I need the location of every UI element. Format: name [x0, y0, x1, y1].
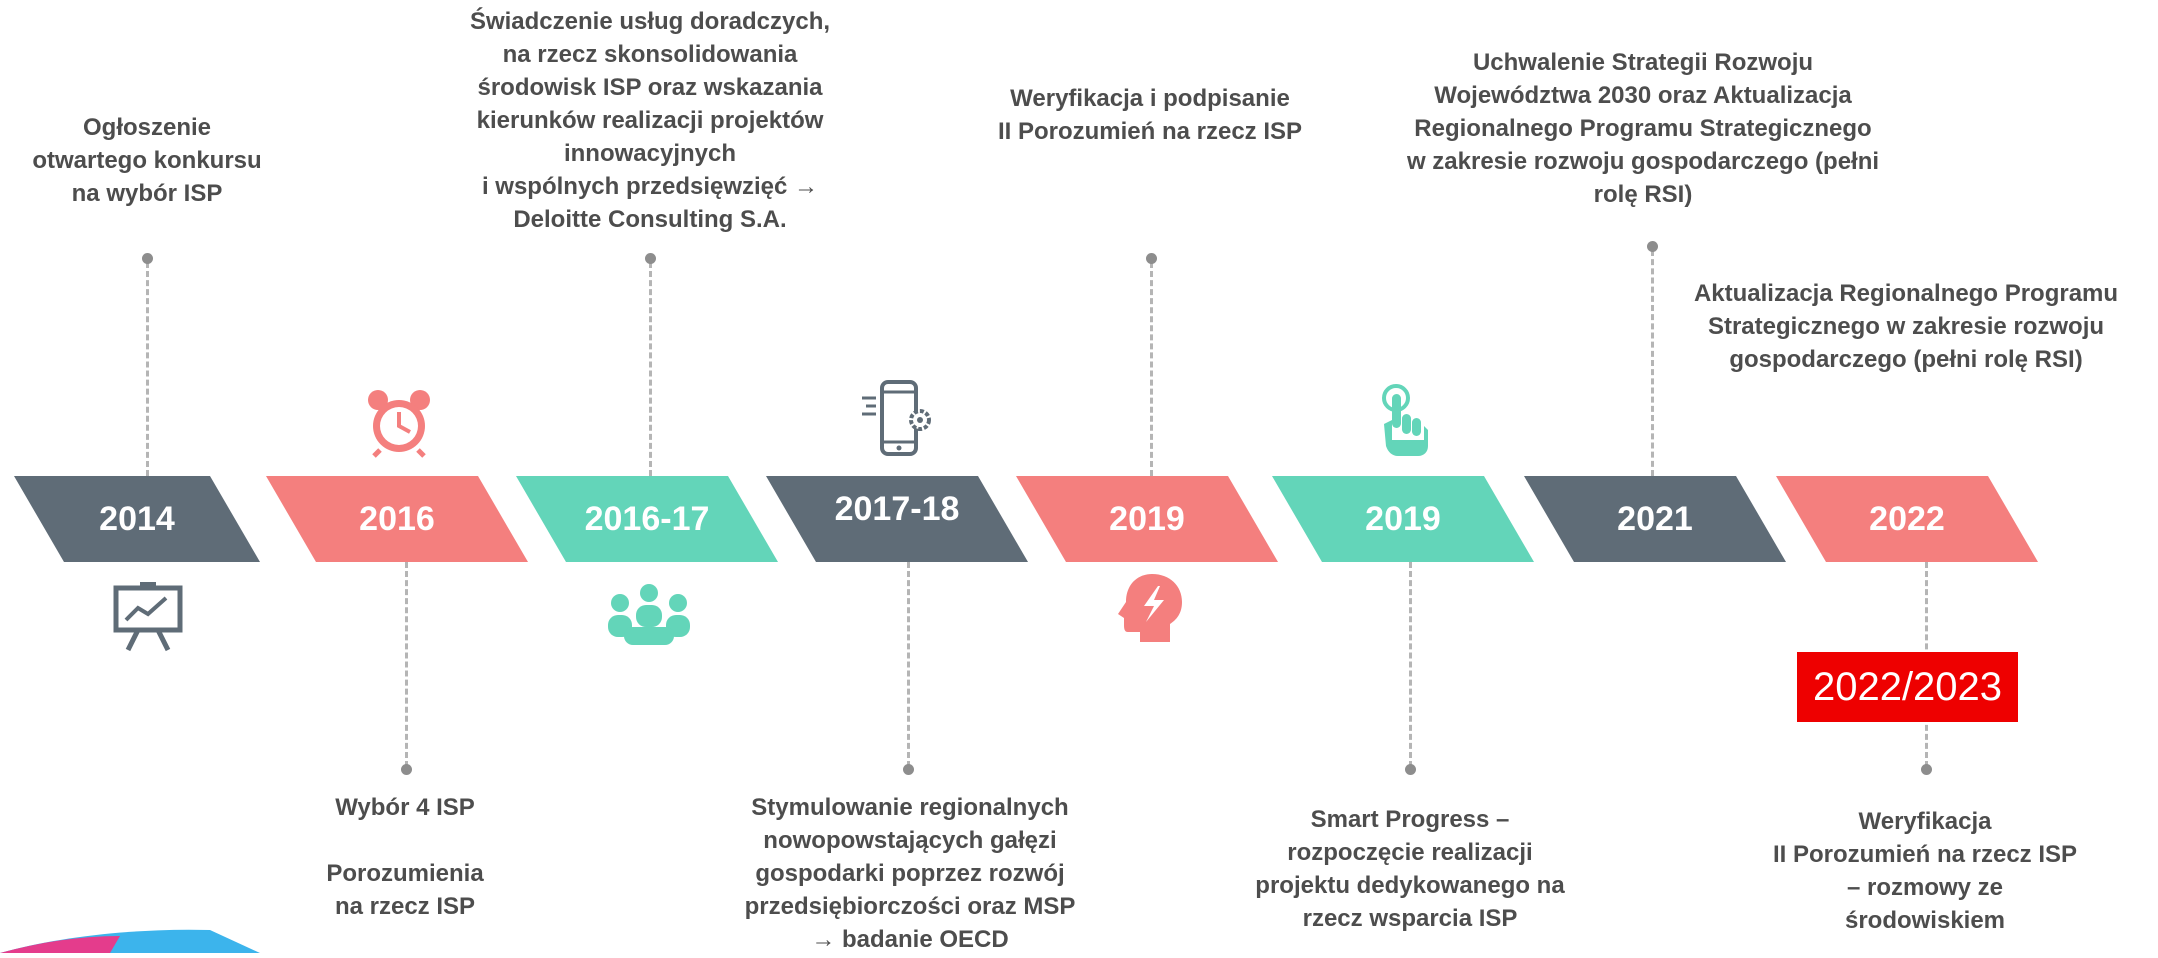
connector-2017-18-bottom	[907, 562, 910, 767]
event-2022-verification: Weryfikacja II Porozumień na rzecz ISP –…	[1772, 808, 2078, 934]
dot-2021-top	[1647, 241, 1658, 252]
year-label: 2017-18	[834, 490, 960, 528]
connector-2016-17-top	[649, 262, 652, 476]
decorative-swoosh	[0, 928, 300, 958]
timeline-band-2019a: 2019	[1016, 476, 1278, 562]
dot-2017-18-bottom	[903, 764, 914, 775]
highlight-2022-2023: 2022/2023	[1797, 652, 2018, 722]
year-label: 2016-17	[584, 500, 710, 538]
timeline-band-2016: 2016	[266, 476, 528, 562]
event-2014-announcement: Ogłoszenie otwartego konkursu na wybór I…	[32, 114, 262, 207]
smartphone-gear-icon	[860, 380, 932, 463]
dot-2014-top	[142, 253, 153, 264]
event-2016-selection: Wybór 4 ISP Porozumienia na rzecz ISP	[326, 794, 484, 920]
event-2017-18-oecd: Stymulowanie regionalnych nowopowstający…	[744, 794, 1076, 953]
timeline-band-2017-18: 2017-18	[766, 476, 1028, 562]
year-label: 2019	[1365, 500, 1441, 538]
connector-2014-top	[146, 262, 149, 476]
event-2019-agreements: Weryfikacja i podpisanie II Porozumień n…	[997, 85, 1303, 145]
dot-2016-bottom	[401, 764, 412, 775]
event-2019-smart-progress: Smart Progress – rozpoczęcie realizacji …	[1255, 806, 1565, 932]
presentation-board-icon	[110, 580, 186, 657]
year-label: 2014	[99, 500, 175, 538]
connector-2016-bottom	[405, 562, 408, 767]
year-label: 2022	[1869, 500, 1945, 538]
head-lightning-icon	[1118, 572, 1184, 649]
team-people-icon	[608, 583, 690, 652]
event-2016-17-consulting: Świadczenie usług doradczych, na rzecz s…	[469, 8, 831, 233]
alarm-clock-icon	[364, 388, 434, 463]
timeline-band-2016-17: 2016-17	[516, 476, 778, 562]
connector-2021-top	[1651, 250, 1654, 476]
year-label: 2019	[1109, 500, 1185, 538]
event-2021-strategy: Uchwalenie Strategii Rozwoju Województwa…	[1406, 49, 1880, 208]
connector-2019-top	[1150, 262, 1153, 476]
dot-2019-top	[1146, 253, 1157, 264]
timeline-band-2014: 2014	[14, 476, 260, 562]
timeline-band-2019b: 2019	[1272, 476, 1534, 562]
year-label: 2021	[1617, 500, 1693, 538]
dot-2022-bottom	[1921, 764, 1932, 775]
year-label: 2016	[359, 500, 435, 538]
connector-2019b-bottom	[1409, 562, 1412, 767]
timeline-band-2021: 2021	[1524, 476, 1786, 562]
timeline-band-2022: 2022	[1776, 476, 2038, 562]
dot-2016-17-top	[645, 253, 656, 264]
pointer-hand-icon	[1380, 384, 1430, 463]
dot-2019b-bottom	[1405, 764, 1416, 775]
event-2021-update: Aktualizacja Regionalnego Programu Strat…	[1693, 280, 2119, 373]
